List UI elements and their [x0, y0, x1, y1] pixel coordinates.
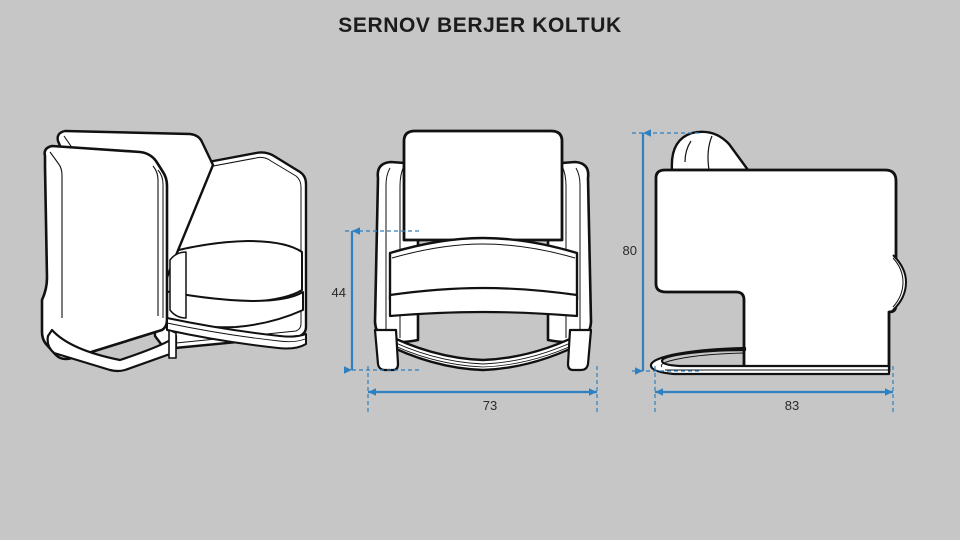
side-headrest-cushion	[670, 130, 750, 172]
front-right-foot	[566, 328, 593, 372]
perspective-far-foot	[168, 329, 177, 359]
perspective-far-arm-inner	[159, 156, 302, 344]
perspective-base-bar	[166, 317, 307, 350]
side-back-cushion-bulge	[892, 254, 907, 311]
side-back-cushion-bulge-inner	[892, 257, 904, 308]
dim-73-label: 73	[483, 398, 497, 413]
front-arch-base-line-1	[378, 334, 588, 365]
side-headrest-seam-1	[684, 140, 692, 163]
front-right-arm-fold	[575, 167, 581, 336]
front-arch-base-line-2	[379, 338, 587, 368]
side-view	[649, 130, 907, 376]
perspective-seat-inner-detail	[169, 251, 187, 319]
perspective-near-arm-fold-3	[157, 169, 164, 318]
side-body	[654, 168, 898, 373]
side-headrest-seam-2	[707, 135, 713, 171]
perspective-near-arm-fold-2	[152, 165, 159, 316]
front-left-arm-fold	[385, 167, 391, 336]
page-title: SERNOV BERJER KOLTUK	[338, 14, 622, 37]
dim-44-label: 44	[332, 285, 346, 300]
side-base-runner-line	[660, 352, 745, 368]
dim-83-label: 83	[785, 398, 799, 413]
front-backrest	[402, 129, 564, 242]
perspective-base-bar-line	[166, 322, 306, 343]
front-left-foot	[373, 328, 400, 372]
perspective-near-arm	[40, 144, 169, 361]
dimension-layer: 44 73 80 83	[332, 129, 894, 413]
front-seat-cushion-seam	[391, 243, 576, 259]
perspective-near-arm-fold-1	[49, 151, 63, 318]
perspective-view	[40, 129, 308, 373]
front-seat-skirt	[388, 286, 579, 318]
front-view	[373, 129, 593, 372]
dim-80-label: 80	[623, 243, 637, 258]
